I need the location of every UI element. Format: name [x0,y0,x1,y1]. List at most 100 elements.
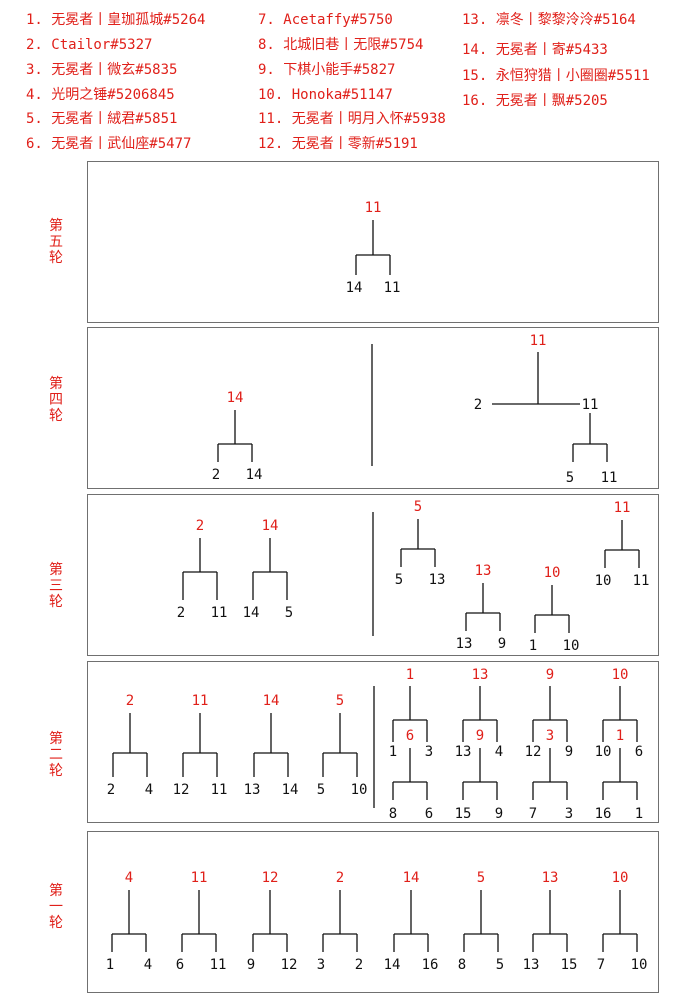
player-7: 7. Acetaffy#5750 [258,12,393,28]
player-1: 1. 无冕者丨皇珈孤城#5264 [26,12,206,28]
match-winner-label: 14 [227,390,244,406]
submatch-right-player: 3 [565,806,573,822]
round-label-char: 轮 [49,408,63,424]
round-label-char: 一 [49,899,63,915]
match-right-player: 11 [582,397,599,413]
round-label-char: 第 [49,562,63,578]
round4-label: 第四轮 [48,376,64,424]
round-label-char: 轮 [49,250,63,266]
round-label-char: 二 [49,747,63,763]
match-left-player: 1 [529,638,537,654]
match-left-player: 2 [177,605,185,621]
round2-label: 第二轮 [48,731,64,779]
submatch-right-player: 11 [601,470,618,486]
match-right-player: 9 [498,636,506,652]
match-right-player: 11 [210,957,227,973]
match-winner-label: 5 [336,693,344,709]
match-winner-label: 11 [365,200,382,216]
match-left-player: 13 [455,744,472,760]
match-winner-label: 14 [263,693,280,709]
match-right-player: 9 [565,744,573,760]
match-left-player: 14 [243,605,260,621]
match-winner-label: 11 [614,500,631,516]
match-winner-label: 14 [403,870,420,886]
match-right-player: 2 [355,957,363,973]
match-right-player: 10 [563,638,580,654]
player-6: 6. 无冕者丨武仙座#5477 [26,136,192,152]
player-legend: 1. 无冕者丨皇珈孤城#5264 2. Ctailor#5327 3. 无冕者丨… [0,0,677,160]
player-16: 16. 无冕者丨飘#5205 [462,93,608,109]
player-10: 10. Honoka#51147 [258,87,393,103]
match-winner-label: 4 [125,870,133,886]
submatch-left-player: 16 [595,806,612,822]
round-label-char: 四 [49,392,63,408]
player-2: 2. Ctailor#5327 [26,37,153,53]
match-right-player: 11 [211,782,228,798]
match-winner-label: 13 [542,870,559,886]
match-right-player: 11 [633,573,650,589]
match-left-player: 12 [525,744,542,760]
match-right-player: 12 [281,957,298,973]
match-winner-label: 13 [475,563,492,579]
player-11: 11. 无冕者丨明月入怀#5938 [258,111,446,127]
match-left-player: 2 [474,397,482,413]
round-label-char: 轮 [49,763,63,779]
submatch-left-player: 15 [455,806,472,822]
match-winner-label: 9 [546,667,554,683]
round5-label: 第五轮 [48,218,64,266]
match-left-player: 12 [173,782,190,798]
match-right-player: 11 [384,280,401,296]
player-12: 12. 无冕者丨零新#5191 [258,136,418,152]
player-4: 4. 光明之锤#5206845 [26,87,175,103]
match-winner-label: 14 [262,518,279,534]
round4-panel [87,327,659,489]
submatch-winner-label: 9 [476,728,484,744]
match-left-player: 6 [176,957,184,973]
submatch-left-player: 8 [389,806,397,822]
match-left-player: 8 [458,957,466,973]
match-right-player: 5 [285,605,293,621]
player-3: 3. 无冕者丨微玄#5835 [26,62,178,78]
player-14: 14. 无冕者丨寄#5433 [462,42,608,58]
match-left-player: 14 [346,280,363,296]
submatch-winner-label: 1 [616,728,624,744]
match-right-player: 10 [631,957,648,973]
match-right-player: 16 [422,957,439,973]
match-winner-label: 11 [192,693,209,709]
round2-panel [87,661,659,823]
match-left-player: 1 [106,957,114,973]
match-winner-label: 2 [126,693,134,709]
match-right-player: 13 [429,572,446,588]
match-left-player: 2 [107,782,115,798]
round-label-char: 第 [49,218,63,234]
player-8: 8. 北城旧巷丨无限#5754 [258,37,424,53]
submatch-right-player: 9 [495,806,503,822]
match-winner-label: 11 [530,333,547,349]
round-label-char: 轮 [49,594,63,610]
round-label-char: 第 [49,883,63,899]
match-right-player: 15 [561,957,578,973]
match-left-player: 13 [244,782,261,798]
match-winner-label: 5 [477,870,485,886]
match-left-player: 10 [595,573,612,589]
match-left-player: 1 [389,744,397,760]
match-right-player: 5 [496,957,504,973]
match-winner-label: 10 [544,565,561,581]
round-label-char: 第 [49,731,63,747]
match-winner-label: 13 [472,667,489,683]
submatch-left-player: 7 [529,806,537,822]
player-9: 9. 下棋小能手#5827 [258,62,396,78]
match-right-player: 14 [282,782,299,798]
submatch-winner-label: 3 [546,728,554,744]
round-label-char: 五 [49,234,63,250]
match-right-player: 3 [425,744,433,760]
match-winner-label: 1 [406,667,414,683]
match-left-player: 14 [384,957,401,973]
match-right-player: 10 [351,782,368,798]
submatch-winner-label: 6 [406,728,414,744]
match-winner-label: 10 [612,667,629,683]
match-right-player: 4 [495,744,503,760]
round-label-char: 轮 [49,915,63,931]
round3-label: 第三轮 [48,562,64,610]
